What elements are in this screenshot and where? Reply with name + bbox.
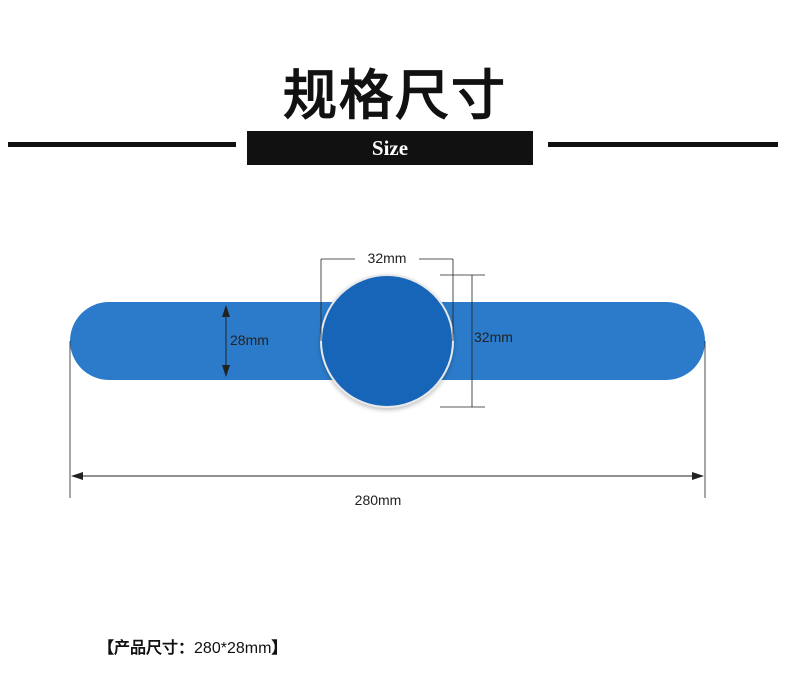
spec-close-bracket: 】	[271, 640, 288, 657]
spec-label: 产品尺寸：	[114, 640, 195, 657]
spec-open-bracket: 【	[98, 640, 115, 657]
product-size-spec: 【产品尺寸：280*28mm】	[98, 639, 287, 659]
page-title: 规格尺寸	[283, 63, 507, 127]
divider-right	[548, 142, 778, 147]
wristband-face	[320, 274, 454, 408]
face-height-label: 32mm	[474, 329, 513, 345]
spec-value: 280*28mm	[194, 640, 272, 657]
face-width-label: 32mm	[368, 250, 407, 266]
band-width-label: 28mm	[230, 332, 269, 348]
size-diagram: 28mm 32mm 32mm 280mm	[69, 250, 706, 508]
divider-left	[8, 142, 236, 147]
length-label: 280mm	[355, 492, 402, 508]
section-subtitle: Size	[247, 131, 533, 165]
